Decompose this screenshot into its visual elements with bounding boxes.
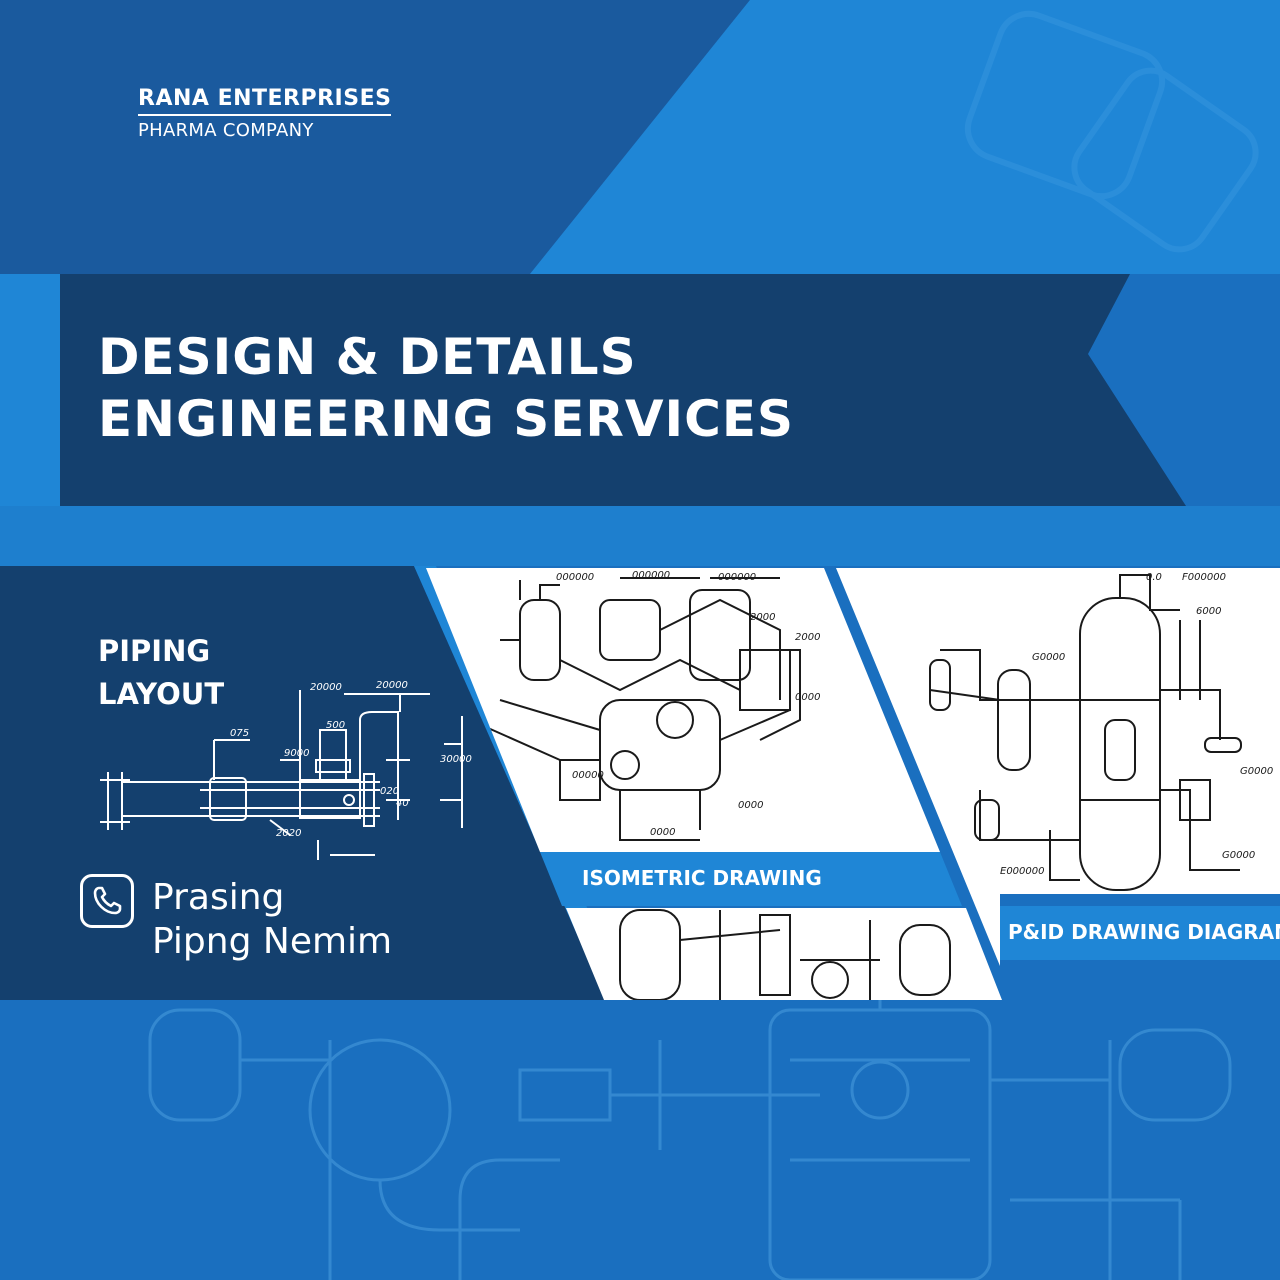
pid-label: E000000 <box>1000 866 1045 877</box>
iso-dim-label: 00000 <box>572 770 604 781</box>
iso-dim-label: 2000 <box>750 612 775 623</box>
headline-banner <box>0 274 1186 506</box>
piping-dim-label: 020 <box>380 786 399 797</box>
company-name: RANA ENTERPRISES <box>138 86 392 116</box>
contact-block: Prasing Pipng Nemim <box>152 876 392 964</box>
piping-layout-title: PIPING LAYOUT <box>98 634 225 711</box>
pid-drawing-image <box>836 568 1280 966</box>
iso-dim-label: 000000 <box>632 570 670 581</box>
pid-label: 0.0 <box>1146 572 1162 583</box>
pid-label: G0000 <box>1032 652 1065 663</box>
iso-dim-label: 2000 <box>795 632 820 643</box>
pid-label: F000000 <box>1182 572 1226 583</box>
piping-dim-label: 40 <box>396 798 409 809</box>
iso-dim-label: 0000 <box>795 692 820 703</box>
contact-line-1: Prasing <box>152 877 285 918</box>
piping-dim-label: 500 <box>326 720 345 731</box>
pid-label: G0000 <box>1240 766 1273 777</box>
iso-dim-label: 000000 <box>718 572 756 583</box>
headline: DESIGN & DETAILS ENGINEERING SERVICES <box>98 326 794 450</box>
iso-dim-label: 0000 <box>738 800 763 811</box>
piping-dim-label: 2020 <box>276 828 301 839</box>
piping-layout-drawing <box>100 690 463 860</box>
brand-block: RANA ENTERPRISES PHARMA COMPANY <box>138 86 392 141</box>
iso-dim-label: 0000 <box>650 827 675 838</box>
piping-dim-label: 20000 <box>310 682 342 693</box>
isometric-detail-image <box>566 908 1002 1000</box>
pid-drawing-caption: P&ID DRAWING DIAGRAM <box>1008 920 1280 944</box>
headline-line-2: ENGINEERING SERVICES <box>98 390 795 448</box>
contact-line-2: Pipng Nemim <box>152 921 393 962</box>
phone-glyph <box>93 886 122 915</box>
piping-dim-label: 20000 <box>376 680 408 691</box>
piping-dim-label: 9000 <box>284 748 309 759</box>
company-subtitle: PHARMA COMPANY <box>138 120 314 141</box>
pid-label: 6000 <box>1196 606 1221 617</box>
headline-line-1: DESIGN & DETAILS <box>98 328 637 386</box>
phone-icon[interactable] <box>80 874 134 928</box>
pid-label: G0000 <box>1222 850 1255 861</box>
piping-dim-label: 30000 <box>440 754 472 765</box>
iso-dim-label: 000000 <box>556 572 594 583</box>
isometric-drawing-caption: ISOMETRIC DRAWING <box>582 866 822 890</box>
piping-dim-label: 075 <box>230 728 249 739</box>
isometric-drawing-image <box>426 568 940 852</box>
